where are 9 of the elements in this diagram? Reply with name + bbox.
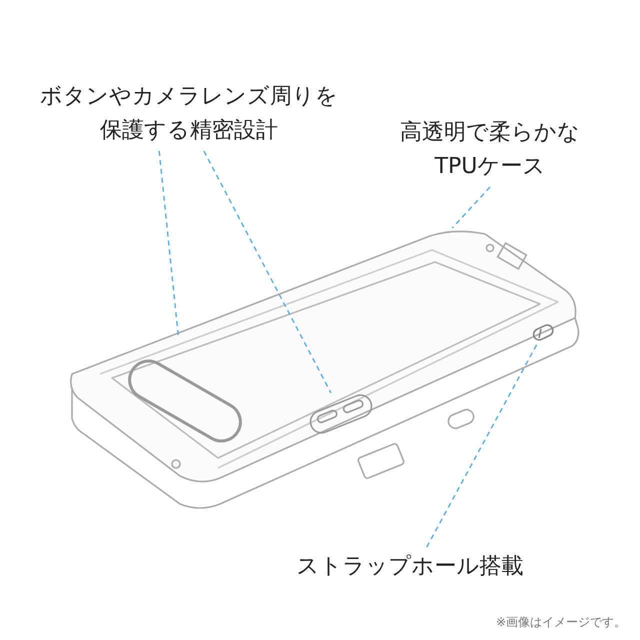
leader-line bbox=[158, 150, 179, 336]
leader-line bbox=[203, 150, 332, 394]
strap-hole bbox=[530, 323, 556, 343]
leader-line bbox=[452, 186, 491, 228]
callout-text: ストラップホール搭載 bbox=[270, 550, 550, 584]
note-text: ※画像はイメージです。 bbox=[496, 614, 626, 631]
callout-text: 高透明で柔らかなTPUケース bbox=[395, 116, 585, 184]
leader-line bbox=[426, 342, 538, 548]
callout-text: ボタンやカメラレンズ周りを保護する精密設計 bbox=[40, 80, 338, 148]
